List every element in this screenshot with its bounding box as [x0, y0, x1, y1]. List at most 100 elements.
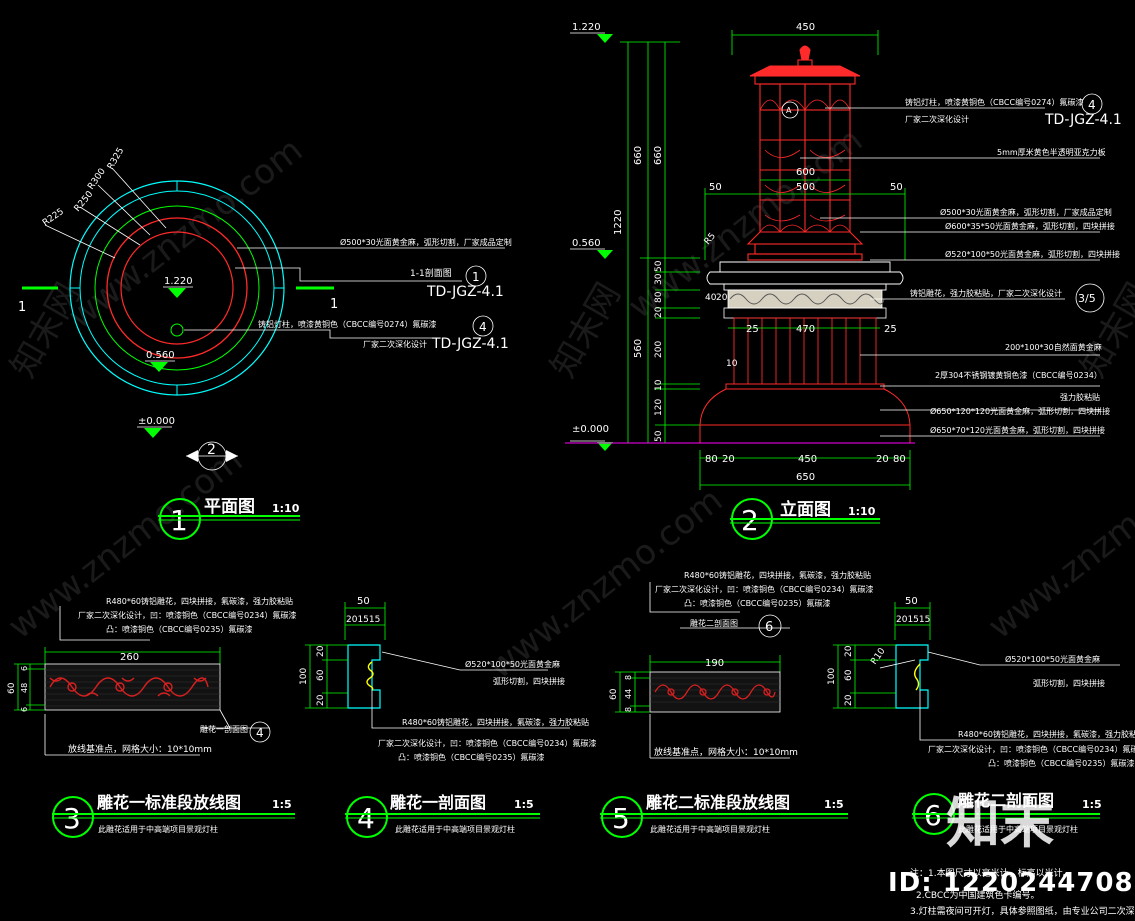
section-mark-right: 1: [330, 297, 338, 312]
elev-level-1220-marker: [597, 34, 613, 43]
d3-sec-label: 雕花一剖面图: [200, 724, 248, 734]
d6-carving-edge: [913, 663, 921, 691]
d3-dim-w: 260: [120, 652, 139, 663]
plan-lamp-center-mark: [170, 323, 184, 337]
d5-title-circle: [601, 796, 643, 838]
d6-profile: [895, 644, 929, 709]
elev-note-6: 铸铝雕花，强力胶粘贴，厂家二次深化设计: [910, 288, 1062, 298]
d4-title: 雕花一剖面图: [390, 793, 486, 812]
d3-title: 雕花一标准段放线图: [97, 793, 241, 812]
elev-level-0000-marker: [597, 442, 613, 451]
elev-ref-bubble: [1081, 93, 1103, 115]
plan-elev-1220: 1.220: [164, 276, 193, 287]
d3-scale: 1:5: [272, 798, 292, 811]
brand-watermark: 知末 ID: 1220244708: [888, 792, 1133, 898]
d4-title-circle: [346, 796, 388, 838]
d5-carving-pattern: [654, 684, 776, 700]
d3-vdim-6a: 6: [20, 666, 29, 671]
plan-ring-r250: [94, 205, 260, 371]
elev-vdim-660b: 660: [653, 146, 664, 165]
elev-title-num: 2: [741, 504, 759, 537]
d5-note3: 凸：喷漆铜色（CBCC编号0235）氟碳漆: [684, 598, 830, 608]
plan-radius-leaders: [44, 167, 167, 259]
elev-level-0560-marker: [597, 250, 613, 259]
plan-elev-0000-marker: [144, 428, 162, 438]
d6-vdim-100: 100: [827, 668, 837, 685]
plan-joint-ticks: [70, 181, 284, 395]
elev-dim-470: 470: [796, 324, 815, 335]
d4-note5: 凸：喷漆铜色（CBCC编号0235）氟碳漆: [398, 752, 544, 762]
d5-vdim-8b: 8: [624, 707, 633, 712]
watermark-site: www.znzmo.com: [481, 480, 730, 687]
d3-subtitle: 此雕花适用于中高端项目景观灯柱: [98, 824, 218, 834]
lantern-ornament: [759, 99, 851, 233]
elev-dim-500: 500: [796, 182, 815, 193]
plan-r300-label: R300: [86, 167, 108, 192]
plan-elev-0000: ±0.000: [138, 416, 175, 427]
plan-r225-label: R225: [41, 207, 66, 229]
elev-note-10: Ø650*120*120光面黄金麻，弧形切割，四块拼接: [930, 406, 1110, 416]
elev-note-9: 强力胶粘贴: [1060, 392, 1100, 402]
plan-title-circle: [159, 498, 201, 540]
d6-title: 雕花二剖面图: [958, 791, 1054, 810]
elev-vdim-80: 80: [654, 291, 664, 303]
d3-grid-panel: [44, 663, 221, 711]
svg-text:A: A: [786, 106, 792, 115]
elev-bdim-80b: 80: [893, 454, 906, 465]
elev-note-11: Ø650*70*120光面黄金麻，弧形切割，四块拼接: [930, 425, 1105, 435]
footnote-3: 3.灯柱需夜间可开灯，具体参照图纸，由专业公司二次深化设计。: [910, 905, 1135, 917]
d4-vdim-20b: 20: [316, 694, 326, 706]
footnote-1: 注：1.本图尺寸以毫米计，标高以米计。: [910, 867, 1072, 879]
elev-bdim-20a: 20: [722, 454, 735, 465]
detail-3: R480*60铸铝雕花，四块拼接，氟碳漆，强力胶粘贴 厂家二次深化设计，凹：喷漆…: [7, 596, 296, 838]
detail-4: 50 201515 100 20 60 20 Ø520*100*50光面黄金麻 …: [299, 596, 596, 838]
plan-scale: 1:10: [272, 502, 300, 515]
plan-detail-num: 2: [207, 442, 216, 458]
d4-note4: 厂家二次深化设计，凹：喷漆铜色（CBCC编号0234）氟碳漆: [378, 738, 596, 748]
detail-6: 50 201515 R10 100 20 60 20 Ø520*100*50光面…: [827, 596, 1135, 835]
elev-dim-10: 10: [726, 359, 738, 369]
elev-vdim-120: 120: [654, 399, 664, 416]
d4-note2: 弧形切割，四块拼接: [493, 676, 565, 686]
elev-dim-50a: 50: [709, 182, 722, 193]
d4-note3: R480*60铸铝雕花，四块拼接，氟碳漆，强力胶粘贴: [402, 717, 589, 727]
watermark-net: 知末网: [543, 276, 629, 384]
d5-title: 雕花二标准段放线图: [646, 793, 790, 812]
plan-note-b: 1-1剖面图: [410, 267, 452, 279]
d5-vdim-60: 60: [609, 688, 619, 700]
plan-note-b-num: 1: [472, 270, 480, 284]
d4-scale: 1:5: [514, 798, 534, 811]
elev-level-1220: 1.220: [572, 22, 601, 33]
d6-note2: 弧形切割，四块拼接: [1033, 678, 1105, 688]
d4-vdim-100: 100: [299, 668, 309, 685]
d6-note1: Ø520*100*50光面黄金麻: [1005, 654, 1100, 664]
elev-ref-num: 4: [1088, 98, 1096, 112]
elev-level-0000: ±0.000: [572, 424, 609, 435]
elev-note-3: Ø500*30光面黄金麻，弧形切割，厂家成品定制: [940, 207, 1112, 217]
plan-note-c-bubble: [472, 315, 494, 337]
elev-dim-50b: 50: [890, 182, 903, 193]
watermark-site: www.znzmo.com: [981, 440, 1135, 647]
d3-carving-pattern: [49, 677, 209, 697]
plan-note-c-num: 4: [479, 320, 487, 334]
elev-bdim-80a: 80: [705, 454, 718, 465]
plan-elev-0560: 0.560: [146, 350, 175, 361]
d5-subtitle: 此雕花适用于中高端项目景观灯柱: [650, 824, 770, 834]
d4-note1: Ø520*100*50光面黄金麻: [465, 659, 560, 669]
d3-note1: R480*60铸铝雕花，四块拼接，氟碳漆，强力胶粘贴: [106, 596, 293, 606]
elev-ref-code: TD-JGZ-4.1: [1044, 112, 1122, 128]
d4-carving-edge: [366, 661, 374, 691]
d6-note5: 凸：喷漆铜色（CBCC编号0235）氟碳漆: [988, 758, 1134, 768]
d4-subtitle: 此雕花适用于中高端项目景观灯柱: [395, 824, 515, 834]
elev-ref2-bubble: [1075, 283, 1105, 313]
elev-note-7: 200*100*30自然面黄金麻: [1005, 342, 1102, 352]
elev-dim-600: 600: [796, 167, 815, 178]
d5-sec-num: 6: [765, 620, 773, 635]
d3-vdim-60: 60: [7, 682, 17, 694]
d6-r-label: R10: [869, 646, 888, 666]
plan-note-c: 铸铝灯柱，喷漆黄铜色（CBCC编号0274）氟碳漆: [258, 319, 436, 329]
d3-note3: 凸：喷漆铜色（CBCC编号0235）氟碳漆: [106, 624, 252, 634]
elev-ref2-num: 3/5: [1078, 292, 1096, 305]
d3-note2: 厂家二次深化设计，凹：喷漆铜色（CBCC编号0234）氟碳漆: [78, 610, 296, 620]
